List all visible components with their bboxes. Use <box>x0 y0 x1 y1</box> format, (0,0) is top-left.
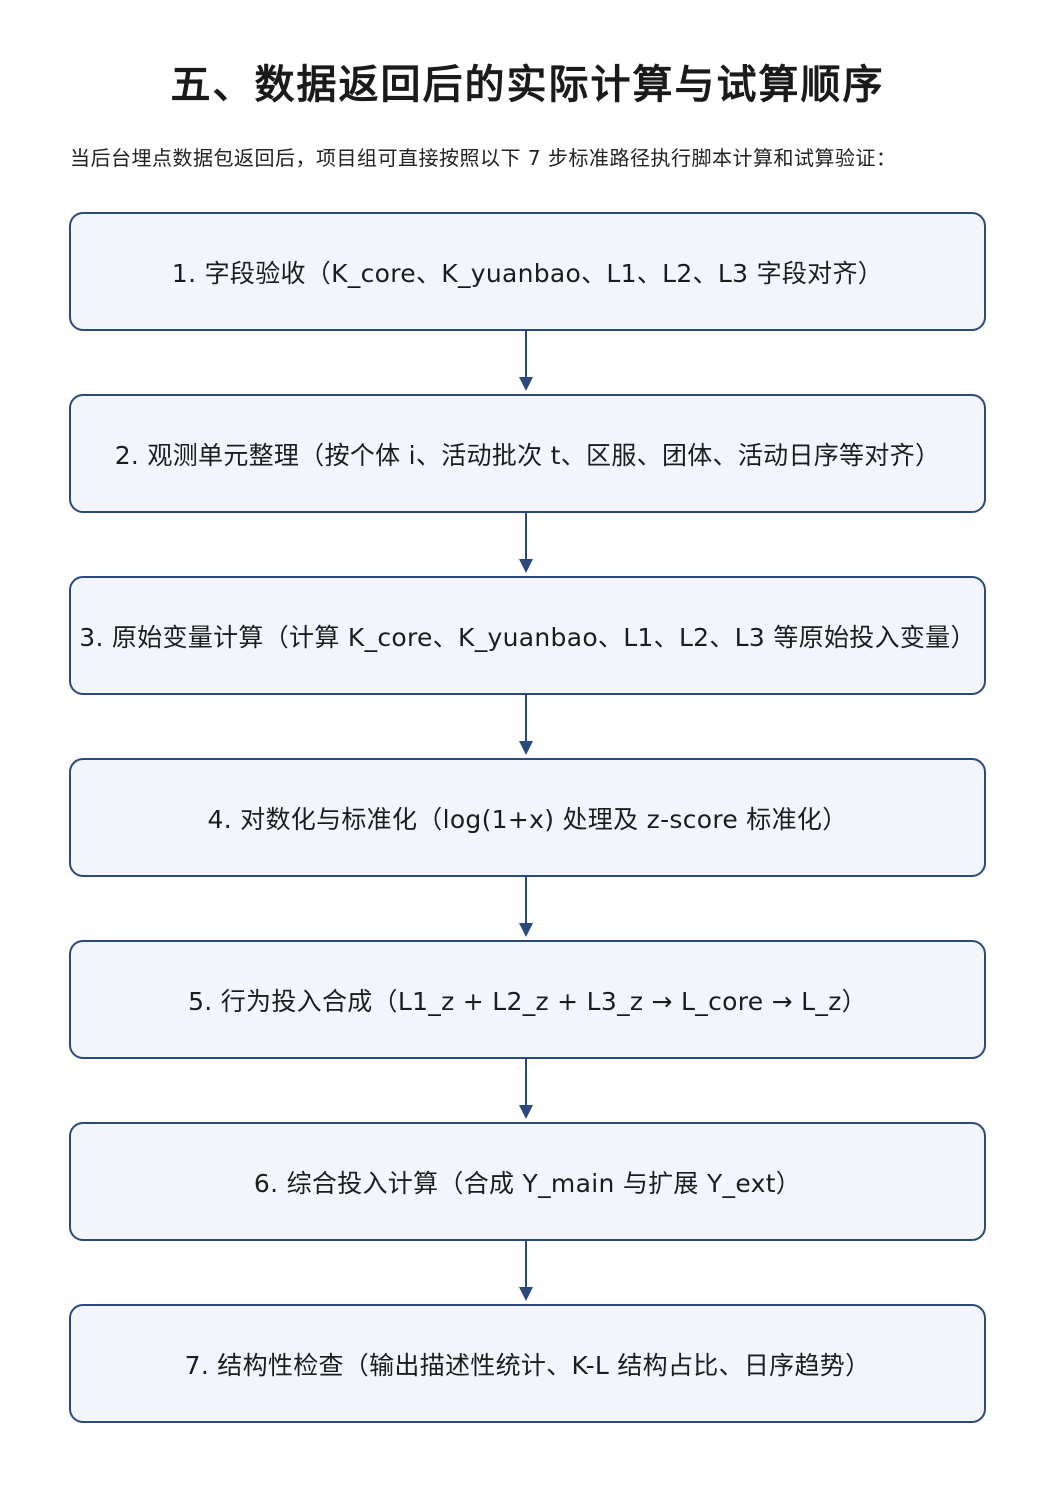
arrow-down-icon <box>519 559 533 573</box>
step-box-2: 2. 观测单元整理（按个体 i、活动批次 t、区服、团体、活动日序等对齐） <box>69 394 986 513</box>
arrow-down-icon <box>519 377 533 391</box>
step-box-6: 6. 综合投入计算（合成 Y_main 与扩展 Y_ext） <box>69 1122 986 1241</box>
step-box-5: 5. 行为投入合成（L1_z + L2_z + L3_z → L_core → … <box>69 940 986 1059</box>
connector-line-1 <box>525 329 527 377</box>
intro-text: 当后台埋点数据包返回后，项目组可直接按照以下 7 步标准路径执行脚本计算和试算验… <box>70 146 897 170</box>
step-label-2: 2. 观测单元整理（按个体 i、活动批次 t、区服、团体、活动日序等对齐） <box>114 440 941 470</box>
connector-line-6 <box>525 1239 527 1287</box>
step-box-4: 4. 对数化与标准化（log(1+x) 处理及 z-score 标准化） <box>69 758 986 877</box>
step-label-7: 7. 结构性检查（输出描述性统计、K-L 结构占比、日序趋势） <box>184 1350 871 1380</box>
connector-line-5 <box>525 1057 527 1105</box>
step-label-3: 3. 原始变量计算（计算 K_core、K_yuanbao、L1、L2、L3 等… <box>79 622 976 652</box>
step-box-7: 7. 结构性检查（输出描述性统计、K-L 结构占比、日序趋势） <box>69 1304 986 1423</box>
arrow-down-icon <box>519 1287 533 1301</box>
connector-line-3 <box>525 693 527 741</box>
step-label-5: 5. 行为投入合成（L1_z + L2_z + L3_z → L_core → … <box>188 986 867 1016</box>
arrow-down-icon <box>519 1105 533 1119</box>
connector-line-4 <box>525 875 527 923</box>
step-label-4: 4. 对数化与标准化（log(1+x) 处理及 z-score 标准化） <box>207 804 848 834</box>
step-box-1: 1. 字段验收（K_core、K_yuanbao、L1、L2、L3 字段对齐） <box>69 212 986 331</box>
arrow-down-icon <box>519 741 533 755</box>
arrow-down-icon <box>519 923 533 937</box>
step-label-1: 1. 字段验收（K_core、K_yuanbao、L1、L2、L3 字段对齐） <box>171 258 884 288</box>
step-box-3: 3. 原始变量计算（计算 K_core、K_yuanbao、L1、L2、L3 等… <box>69 576 986 695</box>
step-label-6: 6. 综合投入计算（合成 Y_main 与扩展 Y_ext） <box>253 1168 802 1198</box>
page-title: 五、数据返回后的实际计算与试算顺序 <box>170 62 885 108</box>
connector-line-2 <box>525 511 527 559</box>
